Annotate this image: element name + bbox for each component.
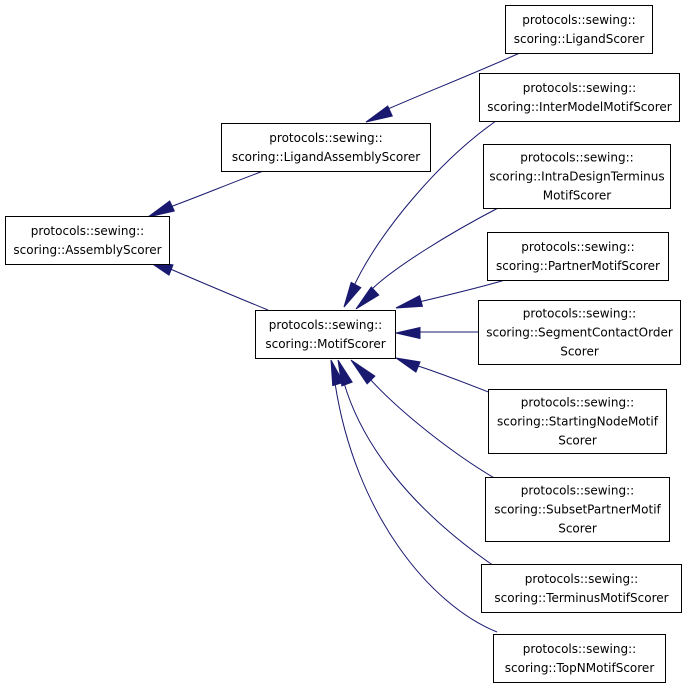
node-label-line: Scorer (558, 522, 597, 536)
arrowhead-icon (147, 200, 176, 218)
node-label-line: protocols::sewing:: (269, 131, 382, 145)
node-label-line: protocols::sewing:: (521, 396, 634, 410)
arrowhead-icon (395, 326, 421, 340)
edge-line (418, 279, 506, 303)
node-box (255, 310, 396, 359)
node-label-line: protocols::sewing:: (522, 13, 635, 27)
class-node-assembly[interactable]: protocols::sewing::scoring::AssemblyScor… (5, 216, 170, 265)
class-node-ligand-assembly[interactable]: protocols::sewing::scoring::LigandAssemb… (221, 123, 431, 172)
node-label-line: protocols::sewing:: (523, 307, 636, 321)
class-node-inter-model[interactable]: protocols::sewing::scoring::InterModelMo… (479, 73, 680, 122)
class-node-motif[interactable]: protocols::sewing::scoring::MotifScorer (255, 310, 396, 359)
class-node-starting-node[interactable]: protocols::sewing::scoring::StartingNode… (488, 389, 667, 454)
node-label-line: Scorer (560, 345, 599, 359)
inheritance-edge-motif-to-assembly (147, 260, 269, 311)
inheritance-edge-segment_contact-to-motif (395, 326, 478, 340)
inheritance-edge-inter_model-to-motif (343, 120, 497, 308)
class-node-topn[interactable]: protocols::sewing::scoring::TopNMotifSco… (493, 634, 666, 683)
class-node-ligand[interactable]: protocols::sewing::scoring::LigandScorer (505, 5, 653, 54)
node-label-line: protocols::sewing:: (523, 642, 636, 656)
node-label-line: protocols::sewing:: (31, 224, 144, 238)
inheritance-edge-partner-to-motif (395, 279, 506, 309)
edges-layer (147, 51, 523, 633)
node-box (479, 73, 680, 122)
node-label-line: scoring::AssemblyScorer (13, 243, 161, 257)
edge-line (334, 382, 498, 633)
node-label-line: scoring::MotifScorer (265, 337, 385, 351)
class-node-segment-contact[interactable]: protocols::sewing::scoring::SegmentConta… (478, 300, 681, 365)
node-label-line: scoring::SubsetPartnerMotif (494, 503, 661, 517)
node-label-line: scoring::StartingNodeMotif (497, 415, 659, 429)
edge-line (352, 120, 497, 289)
inheritance-edge-starting_node-to-motif (395, 357, 492, 394)
node-label-line: scoring::TopNMotifScorer (505, 661, 655, 675)
inheritance-edge-subset_partner-to-motif (350, 359, 497, 480)
node-label-line: Scorer (558, 434, 597, 448)
node-label-line: scoring::PartnerMotifScorer (496, 259, 660, 273)
node-label-line: protocols::sewing:: (520, 151, 633, 165)
node-label-line: protocols::sewing:: (523, 81, 636, 95)
node-label-line: scoring::LigandAssemblyScorer (232, 150, 420, 164)
edge-line (417, 365, 492, 394)
node-label-line: scoring::InterModelMotifScorer (487, 100, 672, 114)
class-node-intra-design[interactable]: protocols::sewing::scoring::IntraDesignT… (483, 144, 671, 209)
class-node-subset-partner[interactable]: protocols::sewing::scoring::SubsetPartne… (485, 477, 670, 542)
class-node-partner[interactable]: protocols::sewing::scoring::PartnerMotif… (487, 232, 669, 281)
node-box (505, 5, 653, 54)
node-label-line: scoring::TerminusMotifScorer (494, 591, 668, 605)
node-box (478, 300, 681, 365)
node-box (493, 634, 666, 683)
class-node-terminus[interactable]: protocols::sewing::scoring::TerminusMoti… (481, 564, 682, 613)
node-box (481, 564, 682, 613)
node-box (221, 123, 431, 172)
arrowhead-icon (330, 359, 345, 387)
arrowhead-icon (350, 359, 376, 385)
node-label-line: scoring::IntraDesignTerminus (489, 170, 664, 184)
node-label-line: scoring::SegmentContactOrder (486, 326, 673, 340)
inheritance-edge-intra_design-to-motif (355, 206, 501, 310)
node-label-line: MotifScorer (543, 189, 612, 203)
arrowhead-icon (355, 286, 380, 310)
node-box (488, 389, 667, 454)
node-box (483, 144, 671, 209)
arrowhead-icon (343, 281, 362, 308)
arrowhead-icon (395, 294, 424, 309)
edge-line (419, 331, 478, 333)
node-box (485, 477, 670, 542)
inheritance-edge-ligand-to-ligand_assembly (365, 51, 523, 123)
node-label-line: scoring::LigandScorer (514, 32, 645, 46)
edge-line (169, 169, 267, 208)
node-label-line: protocols::sewing:: (269, 318, 382, 332)
arrowhead-icon (365, 105, 394, 123)
edge-line (167, 267, 269, 311)
node-box (5, 216, 170, 265)
nodes-layer: protocols::sewing::scoring::AssemblyScor… (5, 5, 682, 683)
inheritance-edge-ligand_assembly-to-assembly (147, 169, 267, 218)
arrowhead-icon (395, 357, 421, 373)
edge-line (343, 382, 495, 567)
edge-line (368, 377, 497, 480)
node-label-line: protocols::sewing:: (521, 240, 634, 254)
edge-line (387, 51, 523, 112)
node-label-line: protocols::sewing:: (521, 484, 634, 498)
inheritance-edge-topn-to-motif (330, 359, 498, 633)
node-label-line: protocols::sewing:: (525, 572, 638, 586)
edge-line (371, 206, 501, 292)
node-box (487, 232, 669, 281)
